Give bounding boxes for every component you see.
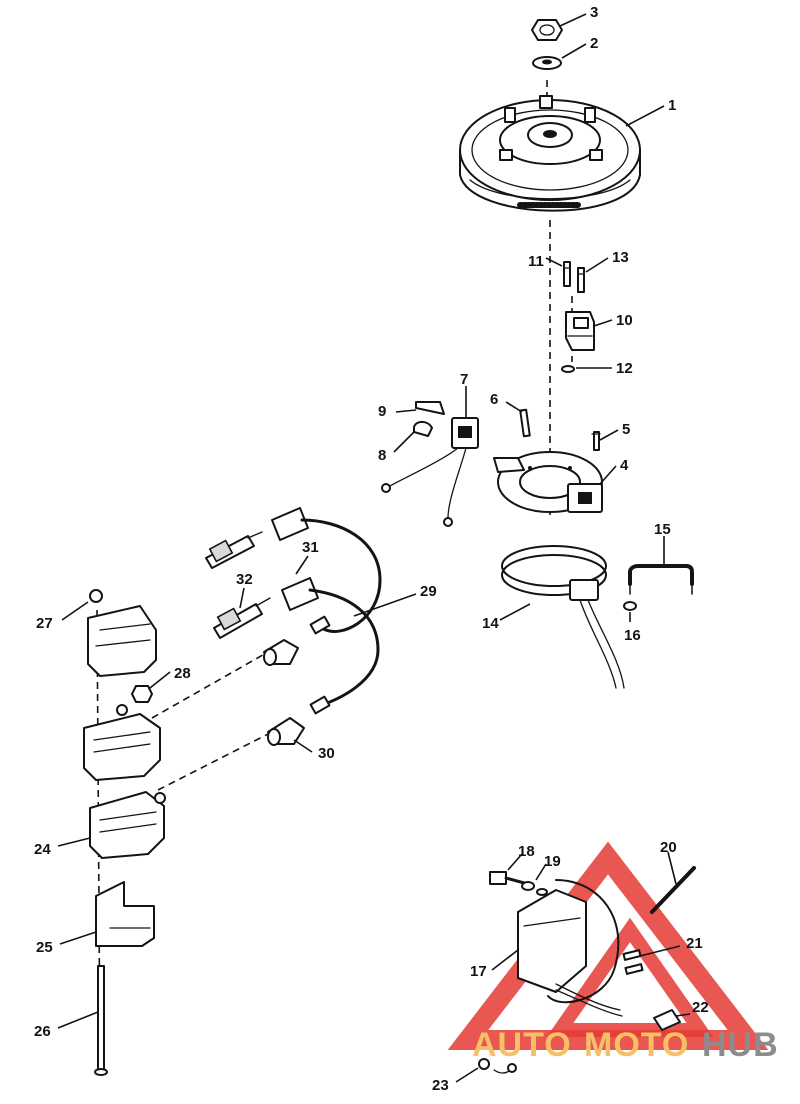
part-clips-21 (622, 949, 644, 975)
callout-29: 29 (420, 583, 437, 600)
callout-25: 25 (36, 939, 53, 956)
callout-5: 5 (622, 421, 630, 438)
callout-31: 31 (302, 539, 319, 556)
part-plug-wire-upper (271, 507, 382, 635)
callout-2: 2 (590, 35, 598, 52)
part-coil-upper (87, 589, 157, 677)
callout-8: 8 (378, 447, 386, 464)
part-nut-28 (131, 685, 153, 703)
callout-21: 21 (686, 935, 703, 952)
callout-1: 1 (668, 97, 676, 114)
part-screw-6 (519, 408, 531, 438)
part-spark-plug-lower (213, 597, 271, 639)
part-washer-16 (623, 601, 637, 611)
callout-11: 11 (528, 253, 544, 270)
part-boot-upper (263, 639, 299, 666)
callout-13: 13 (612, 249, 629, 266)
part-spacer-clip (413, 420, 433, 437)
part-coil-lower (89, 791, 166, 859)
part-cdi-module (517, 879, 623, 1017)
callout-28: 28 (174, 665, 191, 682)
part-bolt-18 (489, 871, 530, 886)
callout-24: 24 (34, 841, 51, 858)
callout-4: 4 (620, 457, 629, 474)
callout-26: 26 (34, 1023, 51, 1040)
callout-3: 3 (590, 4, 598, 21)
watermark-triangle-inner (546, 917, 714, 1037)
callout-14: 14 (482, 615, 499, 632)
part-stator-plate (493, 451, 603, 513)
callout-23: 23 (432, 1077, 449, 1094)
part-sensor-band (501, 545, 625, 689)
part-washer (532, 56, 562, 70)
callout-12: 12 (616, 360, 633, 377)
part-ground-23 (478, 1058, 517, 1074)
callout-17: 17 (470, 963, 487, 980)
axis-line-boot-upper (151, 651, 269, 719)
callout-22: 22 (692, 999, 709, 1016)
part-washer-19 (521, 881, 548, 896)
part-screw-5 (591, 431, 601, 451)
callout-7: 7 (460, 371, 468, 388)
watermark-text-auto: AUTO (472, 1026, 572, 1064)
callout-15: 15 (654, 521, 671, 538)
part-trigger (565, 311, 595, 351)
part-coil-middle (83, 704, 161, 781)
callout-19: 19 (544, 853, 561, 870)
part-retainer-clip (415, 401, 445, 415)
part-tie-strap-20 (650, 866, 696, 914)
part-screw-11 (563, 261, 571, 287)
callout-18: 18 (518, 843, 535, 860)
callout-32: 32 (236, 571, 253, 588)
part-nut (531, 19, 563, 41)
callout-16: 16 (624, 627, 641, 644)
part-charge-coil (381, 417, 479, 527)
part-bracket-15 (628, 564, 694, 595)
part-long-bolt (94, 965, 108, 1076)
part-boot-lower (267, 717, 305, 746)
part-spark-plug-upper (205, 531, 263, 569)
callout-20: 20 (660, 839, 677, 856)
callout-30: 30 (318, 745, 335, 762)
callout-6: 6 (490, 391, 498, 408)
callout-27: 27 (36, 615, 53, 632)
leader-lines (57, 13, 691, 1083)
part-bracket-22 (653, 1009, 681, 1031)
part-coil-bracket (95, 881, 155, 947)
part-small-washer (561, 365, 575, 373)
callout-10: 10 (616, 312, 633, 329)
watermark-logo: AUTO MOTO HUB (447, 841, 779, 1064)
part-plug-wire-lower (281, 577, 380, 715)
watermark-text-moto: MOTO (584, 1026, 689, 1064)
watermark-text-hub: HUB (702, 1026, 779, 1064)
part-flywheel (459, 95, 641, 212)
axis-line-boot-lower (157, 731, 273, 791)
callout-labels: 3 2 1 11 13 10 12 7 9 8 6 5 4 15 16 14 3… (34, 4, 709, 1094)
part-screw-13 (577, 267, 585, 293)
callout-9: 9 (378, 403, 386, 420)
